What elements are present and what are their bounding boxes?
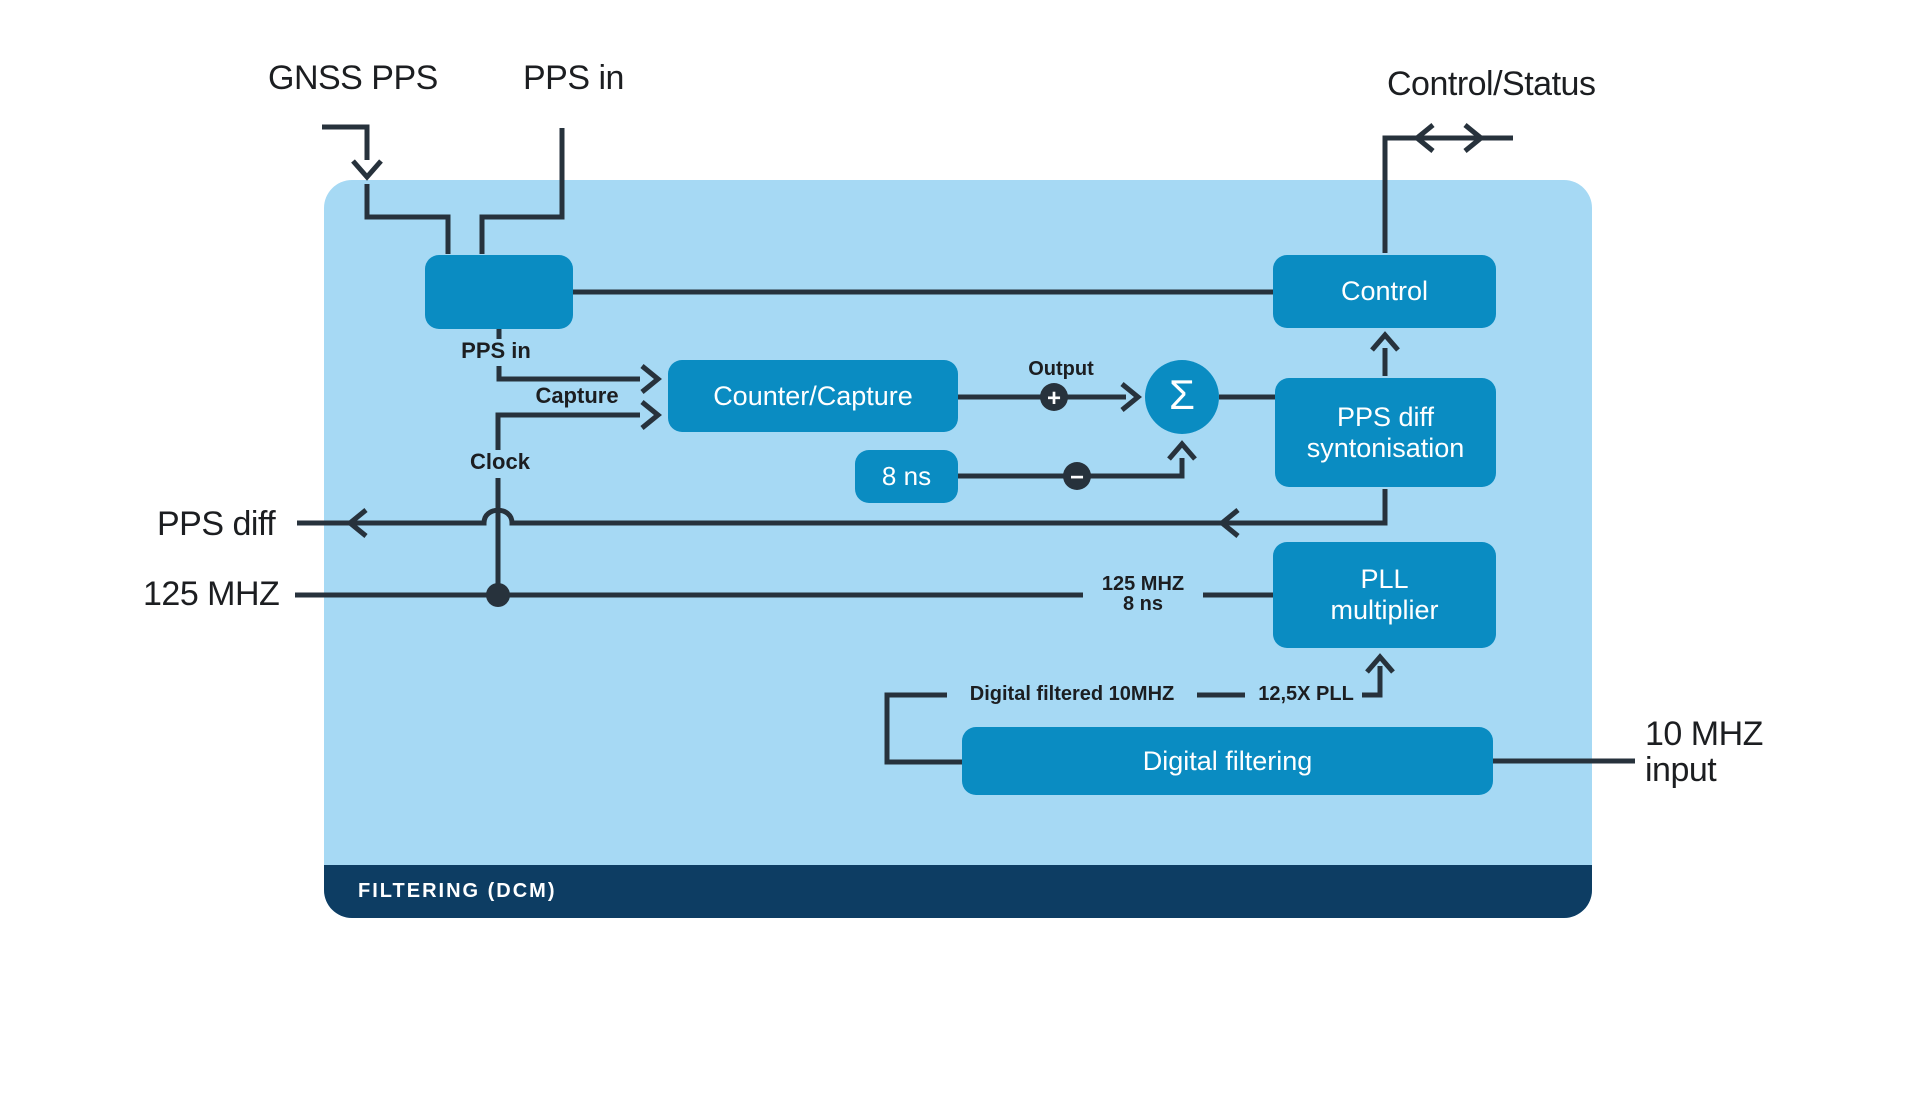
mhz-125-label: 125 MHZ bbox=[143, 575, 280, 613]
control-block: Control bbox=[1273, 255, 1496, 328]
gnss-pps-label: GNSS PPS bbox=[268, 59, 438, 97]
wire-control-status bbox=[1382, 135, 1513, 253]
digital-filtering-label: Digital filtering bbox=[1142, 745, 1313, 776]
plus-node-icon bbox=[1040, 383, 1068, 411]
wire-pps-diff bbox=[297, 489, 1388, 526]
arrowhead-ppsdiff-left bbox=[346, 508, 368, 538]
plus-symbol: + bbox=[1047, 385, 1061, 412]
pps-diff-synt-line1: PPS diff bbox=[1336, 401, 1435, 432]
mhz-10-input-label: 10 MHZ input bbox=[1645, 716, 1763, 788]
pll-multiplier-block: PLL multiplier bbox=[1273, 542, 1496, 648]
panel-footer-label: FILTERING (DCM) bbox=[358, 880, 557, 902]
clock-wire-label: Clock bbox=[470, 449, 530, 474]
control-block-label: Control bbox=[1340, 276, 1429, 306]
pps-diff-syntonisation-block: PPS diff syntonisation bbox=[1275, 378, 1496, 487]
arrowhead-syntonisation-up bbox=[1370, 331, 1400, 352]
mhz-125-8ns-wire-label: 125 MHZ 8 ns bbox=[1102, 574, 1184, 614]
arrowhead-feedback-up bbox=[1365, 653, 1395, 674]
digital-filtering-block: Digital filtering bbox=[962, 727, 1493, 795]
arrowhead-status-left bbox=[1413, 123, 1435, 153]
wire-clock-to-counter bbox=[495, 412, 640, 595]
counter-capture-label: Counter/Capture bbox=[713, 380, 913, 411]
pll-multiplier-line1: PLL bbox=[1360, 564, 1409, 594]
arrowhead-gnss-down bbox=[351, 159, 383, 181]
arrowhead-8ns-up bbox=[1167, 440, 1197, 461]
pps-diff-label: PPS diff bbox=[157, 505, 276, 543]
counter-capture-block: Counter/Capture bbox=[668, 360, 958, 432]
delay-8ns-block: 8 ns bbox=[855, 450, 958, 503]
capture-wire-label: Capture bbox=[535, 383, 619, 408]
mhz-125-8ns-line2: 8 ns bbox=[1122, 593, 1164, 615]
mhz-125-8ns-line1: 125 MHZ bbox=[1101, 573, 1185, 595]
wire-8ns-to-sum bbox=[958, 458, 1185, 479]
pps-in-top-label: PPS in bbox=[523, 59, 624, 97]
panel-footer-bar: FILTERING (DCM) bbox=[324, 865, 1592, 918]
output-wire-label: Output bbox=[1028, 358, 1094, 380]
wire-gnss-pps-entry bbox=[322, 124, 451, 254]
arrowhead-status-right bbox=[1463, 123, 1485, 153]
pps-diff-synt-line2: syntonisation bbox=[1306, 432, 1465, 463]
sum-block: Σ bbox=[1145, 360, 1219, 434]
arrowhead-ppsin-right bbox=[640, 364, 662, 394]
delay-8ns-label: 8 ns bbox=[881, 461, 932, 491]
wire-pps-in-entry bbox=[479, 128, 565, 254]
arrowhead-output-right bbox=[1120, 382, 1142, 412]
pll-multiplier-line2: multiplier bbox=[1330, 595, 1439, 625]
mhz-10-line2: input bbox=[1645, 751, 1717, 789]
control-status-label: Control/Status bbox=[1387, 65, 1596, 103]
minus-symbol: − bbox=[1070, 464, 1084, 491]
arrowhead-ppsdiff-mid-left bbox=[1218, 508, 1240, 538]
arrowhead-clock-right bbox=[640, 400, 662, 430]
pps-select-block bbox=[425, 255, 573, 329]
pps-in-wire-label: PPS in bbox=[461, 338, 531, 363]
mhz-10-line1: 10 MHZ bbox=[1645, 715, 1763, 753]
sum-symbol: Σ bbox=[1169, 371, 1195, 418]
junction-dot bbox=[486, 583, 510, 607]
pll-ratio-wire-label: 12,5X PLL bbox=[1258, 683, 1354, 705]
wire-feedback-to-pll bbox=[884, 666, 1383, 765]
wire-ppsin-to-counter bbox=[496, 329, 640, 382]
digital-filtered-wire-label: Digital filtered 10MHZ bbox=[969, 683, 1175, 705]
minus-node-icon bbox=[1063, 462, 1091, 490]
